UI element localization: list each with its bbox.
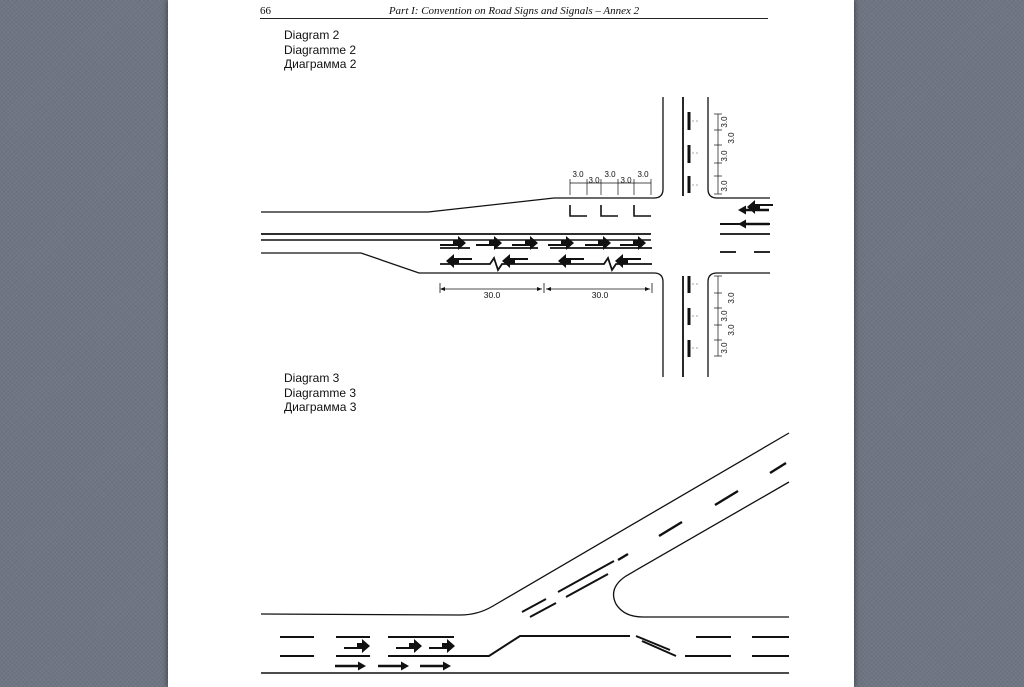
curb-corner-bottom-right (707, 272, 718, 377)
crossing-spacing-dimension (569, 179, 652, 195)
crossing-spacing-label: 3.0 (604, 170, 616, 179)
bottom-crosswalk-spacing-label: 3.0 (720, 310, 729, 322)
straight-arrow-icon (335, 661, 366, 671)
dimension-lines-horizontal (439, 283, 653, 293)
crossing-spacing-label: 3.0 (572, 170, 584, 179)
lane-length-label: 30.0 (592, 290, 609, 300)
lane-length-label: 30.0 (484, 290, 501, 300)
straight-arrow-icon (378, 661, 409, 671)
diagram-3-caption: Diagram 3 Diagramme 3 Диаграмма 3 (284, 371, 356, 415)
island-edge (612, 481, 790, 618)
diagram-3-arrows (335, 639, 455, 671)
caption-french: Diagramme 3 (284, 385, 357, 400)
curb-corner-top-left (653, 97, 664, 199)
lane-divider-lower (440, 255, 652, 273)
left-turn-arrow-icon (747, 200, 773, 214)
right-turn-arrow-icon (446, 254, 472, 268)
bottom-crosswalk-dimension (714, 275, 722, 357)
road-edge-top (261, 197, 654, 213)
top-crosswalk-spacing-label: 3.0 (727, 132, 736, 144)
caption-french: Diagramme 2 (284, 42, 357, 57)
caption-russian: Диаграмма 2 (284, 57, 357, 71)
bottom-crosswalk-spacing-label: 3.0 (727, 292, 736, 304)
main-lane-lines (280, 635, 789, 657)
straight-arrow-icon (420, 661, 451, 671)
top-crosswalk-spacing-label: 3.0 (720, 180, 729, 192)
document-page: 66 Part I: Convention on Road Signs and … (168, 0, 854, 687)
road-diagrams: 30.0 30.0 3.0 3.0 3.0 3.0 3.0 3.0 3.0 3.… (260, 97, 790, 674)
merge-dashes (521, 560, 615, 618)
top-crosswalk-spacing-label: 3.0 (720, 116, 729, 128)
diagram-2-caption: Diagram 2 Diagramme 2 Диаграмма 2 (284, 28, 356, 72)
right-turn-arrow-icon (615, 254, 641, 268)
crossing-spacing-label: 3.0 (588, 176, 600, 185)
left-turn-arrow-icon (396, 639, 422, 653)
running-header: Part I: Convention on Road Signs and Sig… (388, 5, 640, 17)
top-crosswalk-spacing-label: 3.0 (720, 150, 729, 162)
road-edge-top (260, 432, 790, 616)
turn-arrows-lower (446, 254, 641, 268)
crossing-spacing-label: 3.0 (620, 176, 632, 185)
caption-english: Diagram 2 (284, 28, 340, 42)
slip-road-centre-dashes (617, 461, 787, 562)
caption-english: Diagram 3 (284, 371, 340, 385)
bottom-crosswalk-spacing-label: 3.0 (720, 342, 729, 354)
left-turn-arrow-icon (344, 639, 370, 653)
caption-russian: Диаграмма 3 (284, 400, 357, 414)
left-turn-arrow-icon (429, 639, 455, 653)
crossing-spacing-label: 3.0 (637, 170, 649, 179)
right-turn-arrow-icon (502, 254, 528, 268)
right-turn-arrow-icon (558, 254, 584, 268)
curb-corner-bottom-left (653, 272, 664, 377)
diagram-3 (260, 432, 790, 674)
page-header: 66 Part I: Convention on Road Signs and … (260, 4, 768, 19)
crosswalk-guides (692, 120, 700, 349)
bottom-crosswalk-spacing-label: 3.0 (727, 324, 736, 336)
top-crosswalk-dimension (714, 113, 722, 195)
pedestrian-crossing-ticks (569, 205, 651, 217)
dimension-arrow-icon (440, 287, 650, 291)
page-number: 66 (260, 5, 271, 17)
straight-arrow-icon (738, 219, 769, 229)
curb-corner-top-right (707, 97, 718, 199)
diagram-2 (261, 97, 770, 377)
road-edge-bottom (261, 252, 654, 274)
